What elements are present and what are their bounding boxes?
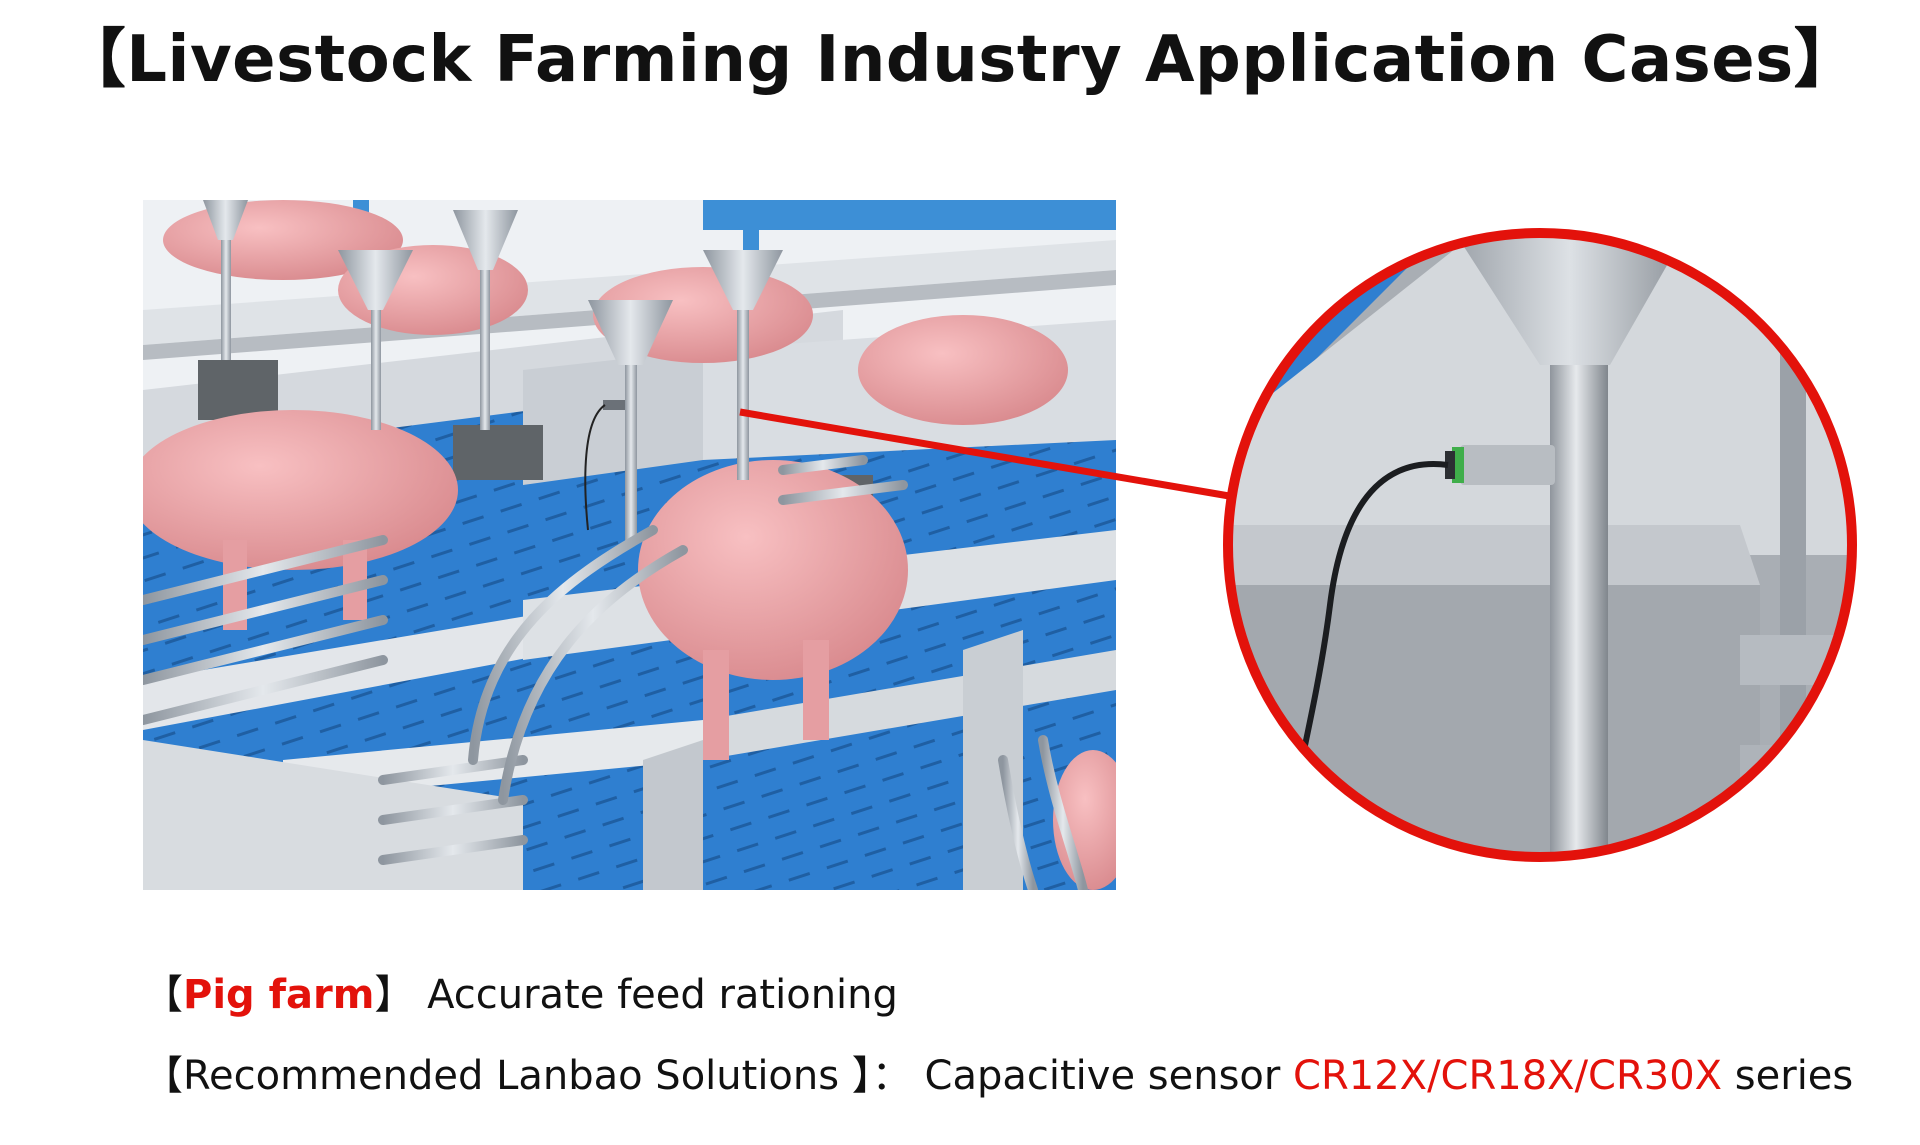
solution-suffix: series [1722,1053,1854,1099]
solution-label: 【Recommended Lanbao Solutions 】： Capacit… [143,1053,1294,1099]
solution-line: 【Recommended Lanbao Solutions 】： Capacit… [143,1043,1853,1101]
case-description: Accurate feed rationing [414,972,898,1018]
case-bracket-open: 【 [143,972,183,1018]
sensor-closeup-illustration [1223,228,1857,862]
page-title: 【Livestock Farming Industry Application … [61,23,1859,97]
case-bracket-close: 】 [374,972,415,1018]
sensor-models: CR12X/CR18X/CR30X [1293,1053,1723,1099]
case-line: 【Pig farm】 Accurate feed rationing [143,962,898,1020]
pig-farm-scene-illustration [143,200,1116,890]
farm-type-label: Pig farm [183,972,375,1018]
